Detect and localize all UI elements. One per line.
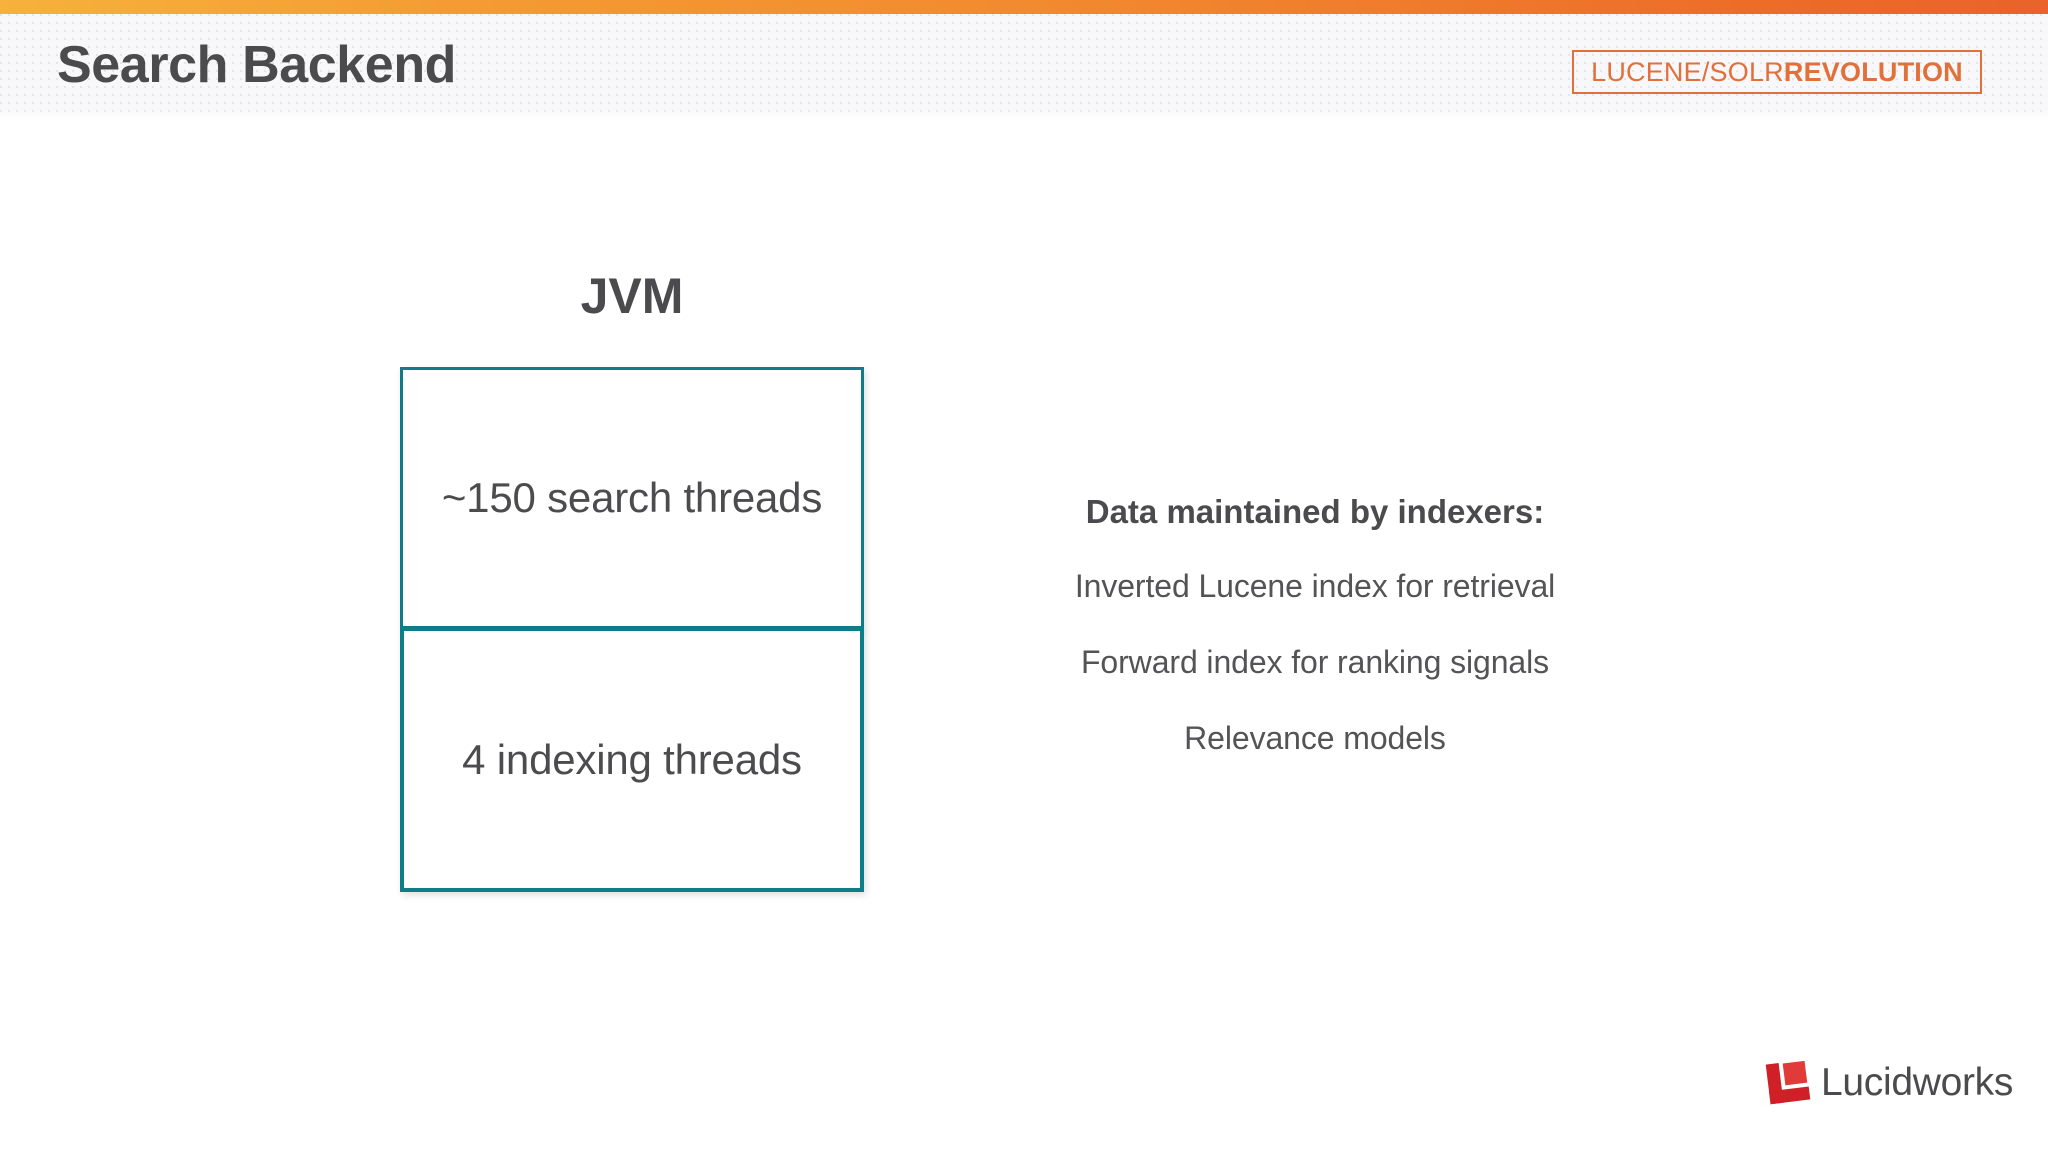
page-title: Search Backend <box>57 36 457 94</box>
lucidworks-wordmark: Lucidworks <box>1821 1060 2014 1104</box>
conference-logo-text-bold: REVOLUTION <box>1783 56 1963 87</box>
indexer-notes-line-1: Inverted Lucene index for retrieval <box>1074 568 1556 604</box>
jvm-indexing-threads-box: 4 indexing threads <box>400 627 864 892</box>
logo-mark-square <box>1782 1060 1808 1086</box>
jvm-label: JVM <box>580 268 684 324</box>
conference-logo-text-light: LUCENE/SOLR <box>1591 56 1784 87</box>
jvm-search-threads-label: ~150 search threads <box>441 474 823 521</box>
conference-logo-text: LUCENE/SOLRREVOLUTION <box>1591 56 1963 87</box>
indexer-notes-heading: Data maintained by indexers: <box>1085 493 1545 530</box>
top-accent-bar <box>0 0 2048 14</box>
jvm-indexing-threads-label: 4 indexing threads <box>462 735 802 783</box>
lucidworks-logo-icon <box>1765 1060 1811 1105</box>
indexer-notes-line-2: Forward index for ranking signals <box>1080 644 1550 680</box>
lucidworks-brand: Lucidworks <box>1765 1060 2014 1105</box>
header-band <box>0 14 2048 119</box>
indexer-notes: Data maintained by indexers: Inverted Lu… <box>1020 495 1610 754</box>
indexer-notes-line-3: Relevance models <box>1184 720 1446 756</box>
jvm-search-threads-box: ~150 search threads <box>400 367 864 629</box>
lucene-solr-revolution-logo: LUCENE/SOLRREVOLUTION <box>1572 50 1982 94</box>
